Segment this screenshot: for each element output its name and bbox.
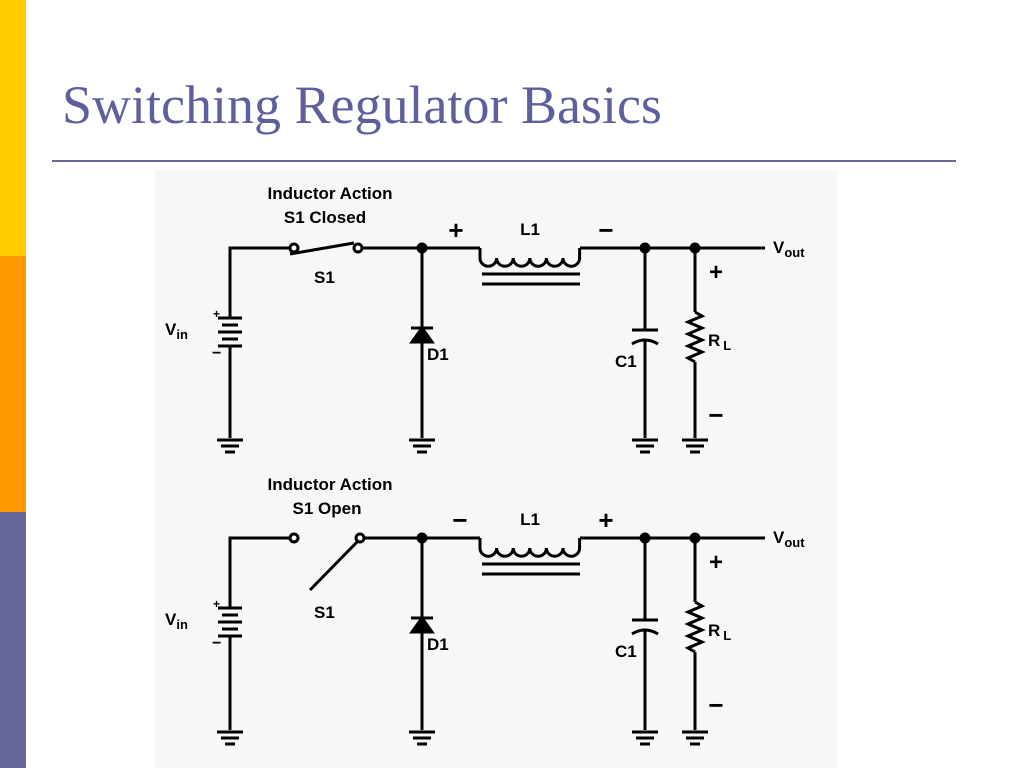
switch-symbol bbox=[288, 532, 366, 592]
inductor-right-polarity: + bbox=[598, 505, 613, 535]
load-plus: + bbox=[709, 259, 723, 286]
resistor-symbol bbox=[684, 600, 706, 654]
ground-symbol bbox=[680, 438, 710, 454]
battery-plus: + bbox=[213, 307, 220, 321]
figure-background bbox=[155, 170, 838, 768]
circuit-s1-open bbox=[215, 532, 765, 746]
accent-bar-orange bbox=[0, 256, 26, 512]
caption-line2: S1 Open bbox=[293, 499, 362, 518]
ground-symbol bbox=[630, 438, 660, 454]
diode-label: D1 bbox=[427, 345, 449, 364]
inductor-symbol bbox=[478, 248, 582, 268]
output-label: Vout bbox=[773, 238, 805, 260]
slide-title: Switching Regulator Basics bbox=[62, 75, 662, 135]
input-wire-top bbox=[228, 246, 292, 312]
load-minus: − bbox=[708, 400, 723, 430]
ground-symbol bbox=[630, 730, 660, 746]
ground-symbol bbox=[215, 438, 245, 454]
capacitor-label: C1 bbox=[615, 642, 637, 661]
load-plus: + bbox=[709, 549, 723, 576]
accent-bar-purple bbox=[0, 512, 26, 768]
ground-symbol bbox=[407, 730, 437, 746]
switch-label: S1 bbox=[314, 603, 335, 622]
battery-minus: − bbox=[212, 635, 221, 652]
resistor-symbol bbox=[684, 310, 706, 364]
inductor-left-polarity: − bbox=[452, 505, 467, 535]
caption-line2: S1 Closed bbox=[284, 208, 366, 227]
ground-symbol bbox=[407, 438, 437, 454]
circuit-s1-closed bbox=[215, 241, 765, 454]
caption-line1: Inductor Action bbox=[268, 475, 393, 494]
inductor-right-polarity: − bbox=[598, 215, 613, 245]
switch-label: S1 bbox=[314, 268, 335, 287]
diode-symbol bbox=[409, 615, 435, 634]
switch-symbol bbox=[288, 241, 364, 256]
diode-label: D1 bbox=[427, 635, 449, 654]
capacitor-label: C1 bbox=[615, 352, 637, 371]
battery-plus: + bbox=[213, 597, 220, 611]
load-minus: − bbox=[708, 690, 723, 720]
battery-symbol bbox=[218, 312, 242, 355]
inductor-symbol bbox=[478, 538, 582, 558]
inductor-label: L1 bbox=[520, 510, 540, 529]
diode-symbol bbox=[409, 325, 435, 344]
accent-bar-yellow bbox=[0, 0, 26, 256]
inductor-label: L1 bbox=[520, 220, 540, 239]
title-divider bbox=[52, 160, 956, 162]
input-label: Vin bbox=[165, 320, 188, 342]
inductor-left-polarity: + bbox=[448, 215, 463, 245]
ground-symbol bbox=[680, 730, 710, 746]
input-wire-top bbox=[228, 536, 292, 604]
ground-symbol bbox=[215, 730, 245, 746]
input-label: Vin bbox=[165, 610, 188, 632]
battery-minus: − bbox=[212, 345, 221, 362]
output-label: Vout bbox=[773, 528, 805, 550]
battery-symbol bbox=[218, 604, 242, 645]
caption-line1: Inductor Action bbox=[268, 184, 393, 203]
